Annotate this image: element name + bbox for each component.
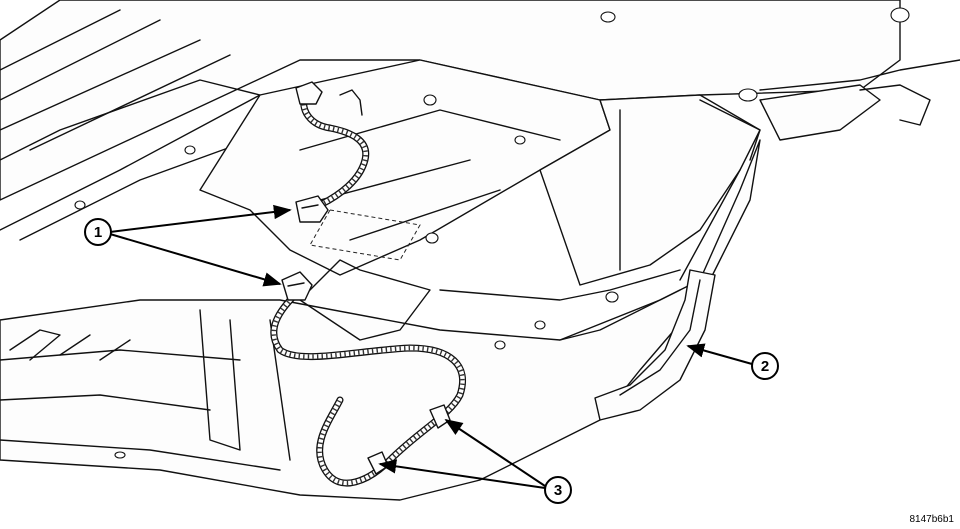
connector-upper-icon — [295, 195, 329, 223]
connector-top-icon — [295, 81, 363, 116]
callout-3-label: 3 — [554, 482, 562, 499]
underbody-structure — [0, 0, 960, 501]
wiring-harness — [270, 91, 466, 487]
figure-id: 8147b6b1 — [909, 514, 955, 525]
leader-lines — [109, 204, 753, 489]
callout-2: 2 — [751, 352, 779, 380]
connector-lower-icon — [281, 271, 313, 301]
callout-1-label: 1 — [94, 224, 102, 241]
callout-3: 3 — [544, 476, 572, 504]
callout-2-label: 2 — [761, 358, 769, 375]
callout-1: 1 — [84, 218, 112, 246]
